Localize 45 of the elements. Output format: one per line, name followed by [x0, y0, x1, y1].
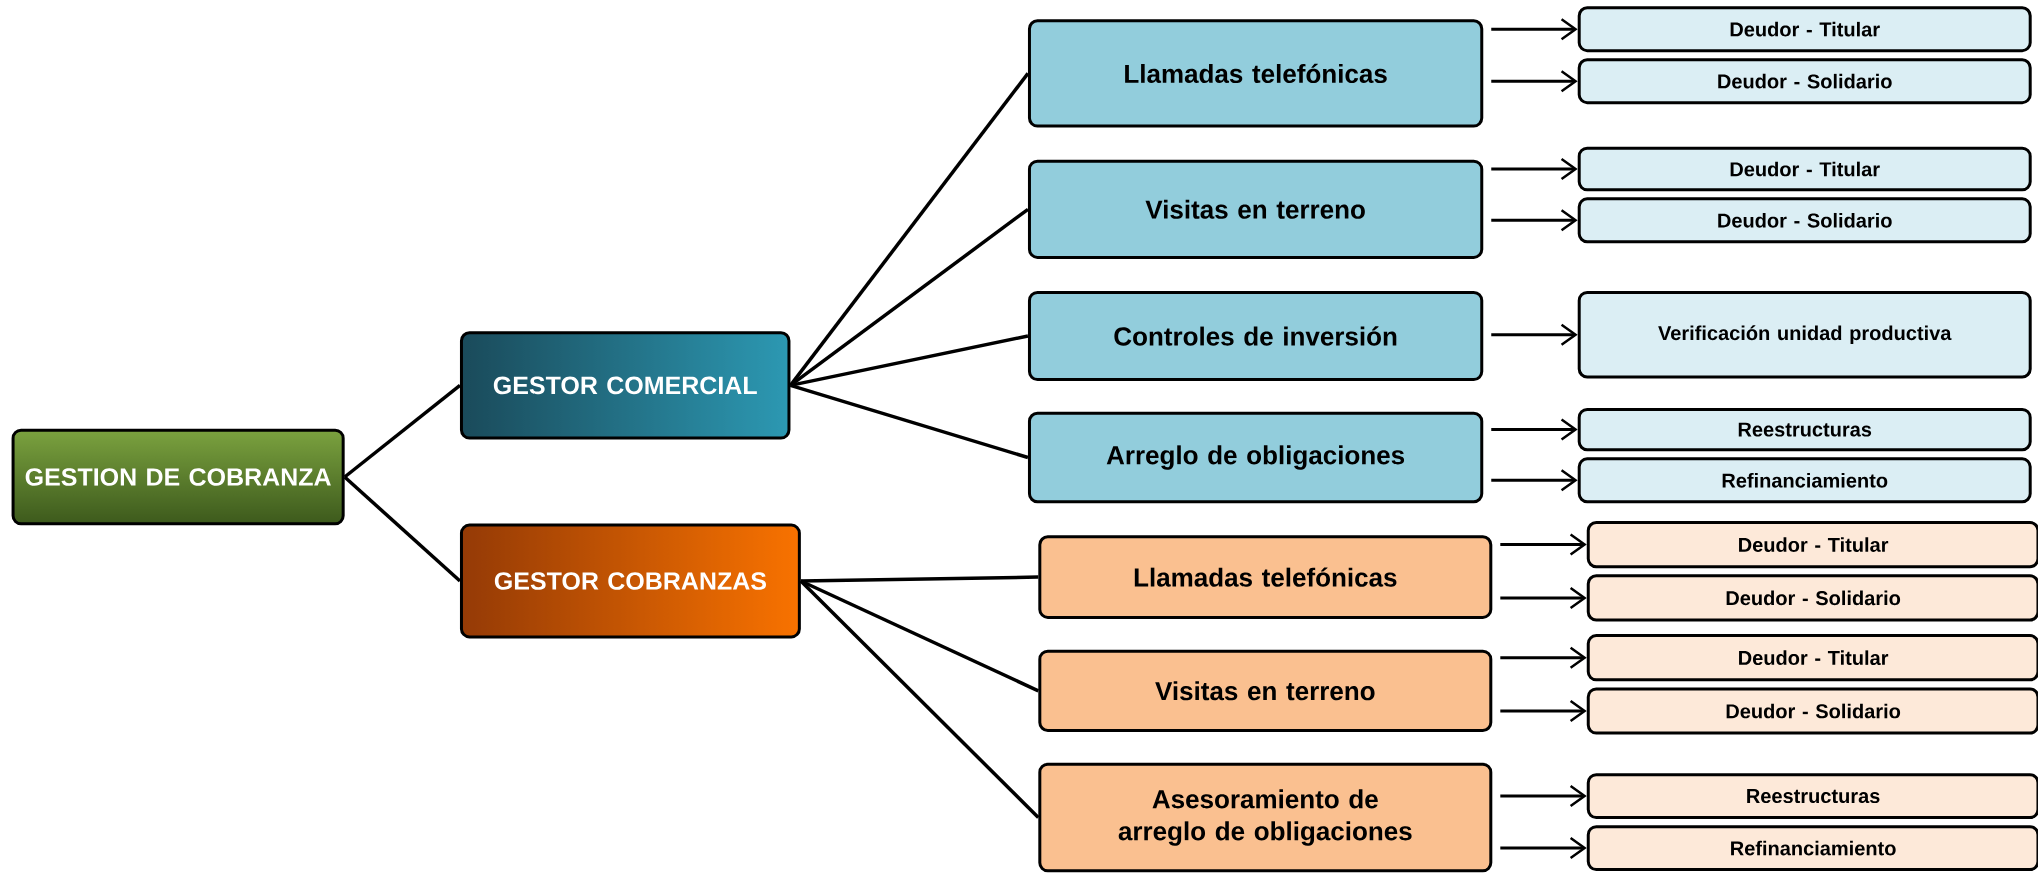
- connector-line: [800, 579, 1040, 693]
- manager-box: GESTOR COMERCIAL: [459, 331, 791, 440]
- arrow: [1500, 586, 1587, 609]
- task-box: Llamadas telefónicas: [1038, 535, 1493, 619]
- target-box: Refinanciamiento: [1586, 825, 2038, 872]
- task-box: Visitas en terreno: [1027, 159, 1484, 259]
- arrow: [1491, 18, 1578, 41]
- target-box: Deudor - Solidario: [1586, 687, 2038, 735]
- root-box: GESTION DE COBRANZA: [11, 428, 345, 526]
- connector-line: [789, 72, 1030, 387]
- target-box: Deudor - Titular: [1577, 146, 2032, 192]
- connector-line: [343, 475, 462, 583]
- connector-line: [800, 575, 1039, 583]
- task-box: Llamadas telefónicas: [1027, 19, 1484, 128]
- target-box: Deudor - Titular: [1586, 634, 2038, 682]
- task-box: Visitas en terreno: [1038, 649, 1493, 732]
- target-box: Deudor - Titular: [1577, 6, 2032, 53]
- arrow: [1491, 209, 1578, 232]
- arrow: [1491, 418, 1578, 441]
- connector-line: [343, 384, 462, 479]
- target-box: Verificación unidad productiva: [1577, 290, 2032, 379]
- target-box: Deudor - Titular: [1586, 521, 2038, 569]
- arrow: [1491, 469, 1578, 492]
- arrow: [1500, 700, 1587, 722]
- task-box: Controles de inversión: [1027, 290, 1484, 382]
- manager-box: GESTOR COBRANZAS: [459, 523, 801, 639]
- task-box: Arreglo de obligaciones: [1027, 411, 1484, 504]
- target-box: Deudor - Solidario: [1586, 574, 2038, 622]
- target-box: Deudor - Solidario: [1577, 58, 2032, 105]
- target-box: Deudor - Solidario: [1577, 197, 2032, 244]
- arrow: [1500, 837, 1587, 860]
- connector-line: [790, 334, 1029, 388]
- connector-line: [789, 383, 1029, 460]
- task-box: Asesoramiento de arreglo de obligaciones: [1038, 762, 1493, 873]
- connector-line: [789, 207, 1029, 387]
- target-box: Reestructuras: [1586, 773, 2038, 820]
- target-box: Reestructuras: [1577, 407, 2032, 452]
- arrow: [1500, 785, 1587, 808]
- target-box: Refinanciamiento: [1577, 457, 2032, 504]
- arrow: [1491, 158, 1578, 180]
- arrow: [1491, 70, 1578, 93]
- arrow: [1500, 533, 1587, 556]
- connector-line: [799, 579, 1040, 819]
- arrow: [1500, 646, 1587, 669]
- arrow: [1491, 323, 1578, 346]
